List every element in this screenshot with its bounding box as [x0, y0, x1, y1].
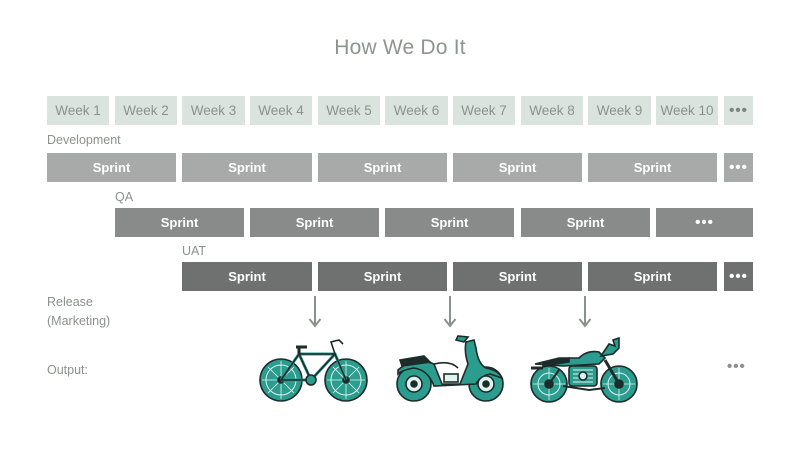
- development-more: •••: [724, 153, 753, 182]
- release-label-line1: Release: [47, 295, 93, 309]
- qa-sprint-4: Sprint: [521, 208, 650, 237]
- development-sprint-1: Sprint: [47, 153, 176, 182]
- page-title: How We Do It: [334, 36, 466, 59]
- qa-more: •••: [656, 208, 753, 237]
- week-9: Week 9: [588, 96, 651, 125]
- week-8: Week 8: [521, 96, 583, 125]
- week-3: Week 3: [182, 96, 245, 125]
- uat-label: UAT: [182, 244, 207, 258]
- qa-label: QA: [115, 190, 134, 204]
- qa-sprint-1: Sprint: [115, 208, 244, 237]
- week-7: Week 7: [453, 96, 515, 125]
- bicycle-icon: [259, 339, 368, 402]
- uat-sprint-4: Sprint: [588, 262, 717, 291]
- release-label-line2: (Marketing): [47, 314, 111, 328]
- uat-sprint-1: Sprint: [182, 262, 312, 291]
- release-label: Release (Marketing): [47, 293, 110, 331]
- development-sprint-4: Sprint: [453, 153, 582, 182]
- scooter-icon: [396, 335, 504, 402]
- development-sprint-2: Sprint: [182, 153, 312, 182]
- week-1: Week 1: [47, 96, 109, 125]
- output-label: Output:: [47, 363, 88, 377]
- development-sprint-3: Sprint: [318, 153, 447, 182]
- release-arrow-1: [308, 296, 322, 328]
- output-more: •••: [727, 358, 746, 375]
- week-10: Week 10: [656, 96, 718, 125]
- week-6: Week 6: [385, 96, 448, 125]
- uat-more: •••: [724, 262, 753, 291]
- week-4: Week 4: [250, 96, 312, 125]
- qa-sprint-3: Sprint: [385, 208, 514, 237]
- week-more: •••: [724, 96, 753, 125]
- release-arrow-3: [578, 296, 592, 328]
- release-arrow-2: [443, 296, 457, 328]
- uat-sprint-2: Sprint: [318, 262, 447, 291]
- development-sprint-5: Sprint: [588, 153, 717, 182]
- motorcycle-icon: [530, 336, 638, 403]
- uat-sprint-3: Sprint: [453, 262, 582, 291]
- week-5: Week 5: [318, 96, 380, 125]
- qa-sprint-2: Sprint: [250, 208, 379, 237]
- development-label: Development: [47, 133, 121, 147]
- week-2: Week 2: [115, 96, 177, 125]
